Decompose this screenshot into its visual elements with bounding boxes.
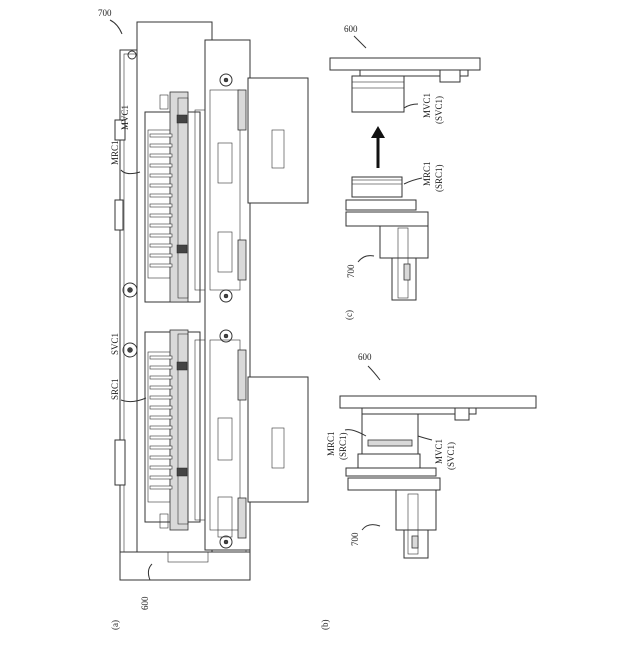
connector-pin (150, 456, 172, 459)
label-mrc1-a: MRC1 (110, 140, 120, 165)
connector-pin (150, 144, 172, 147)
connector-pin (150, 254, 172, 257)
panel-b-assembly (340, 396, 536, 558)
connector-pin (150, 446, 172, 449)
connector-pin (150, 154, 172, 157)
label-mvc1-b: MVC1 (434, 439, 444, 464)
lower-connector (145, 330, 205, 530)
connector-pin (150, 204, 172, 207)
label-svc1-a: SVC1 (110, 333, 120, 355)
label-mrc1-b: MRC1 (326, 431, 336, 456)
ref-700-a: 700 (98, 8, 112, 18)
connector-pin (150, 356, 172, 359)
connector-pin (150, 476, 172, 479)
connector-pin (150, 416, 172, 419)
ref-600-a: 600 (140, 596, 150, 610)
label-src1-a: SRC1 (110, 378, 120, 400)
connector-pin (150, 386, 172, 389)
panel-a-assembly (115, 22, 308, 580)
panel-label-b: (b) (320, 620, 330, 631)
label-src1-c: (SRC1) (434, 164, 444, 192)
connector-pin (150, 174, 172, 177)
connector-pin (150, 406, 172, 409)
connector-pin (150, 426, 172, 429)
panel-label-a: (a) (110, 620, 120, 630)
connector-pin (150, 244, 172, 247)
ref-700-leader (110, 20, 122, 34)
connector-pin (150, 376, 172, 379)
upward-arrow (371, 126, 385, 138)
label-svc1-b: (SVC1) (446, 442, 456, 470)
connector-pin (150, 234, 172, 237)
connector-pin (150, 466, 172, 469)
connector-pin (150, 264, 172, 267)
connector-pin (150, 436, 172, 439)
ref-700-b: 700 (350, 532, 360, 546)
connector-pin (150, 134, 172, 137)
connector-pin (150, 214, 172, 217)
panel-label-c: (c) (344, 310, 354, 320)
connector-pin (150, 164, 172, 167)
connector-pin (150, 184, 172, 187)
label-mrc1-c: MRC1 (422, 161, 432, 186)
ref-600-c: 600 (344, 24, 358, 34)
connector-pin (150, 194, 172, 197)
connector-pin (150, 224, 172, 227)
connector-pin (150, 486, 172, 489)
ref-600-b: 600 (358, 352, 372, 362)
panel-c-assembly (330, 58, 480, 300)
label-src1-b: (SRC1) (338, 432, 348, 460)
connector-pin (150, 396, 172, 399)
connector-pin (150, 366, 172, 369)
label-mvc1-a: MVC1 (120, 105, 130, 130)
ref-700-c: 700 (346, 264, 356, 278)
label-mvc1-c: MVC1 (422, 93, 432, 118)
label-svc1-c: (SVC1) (434, 96, 444, 124)
